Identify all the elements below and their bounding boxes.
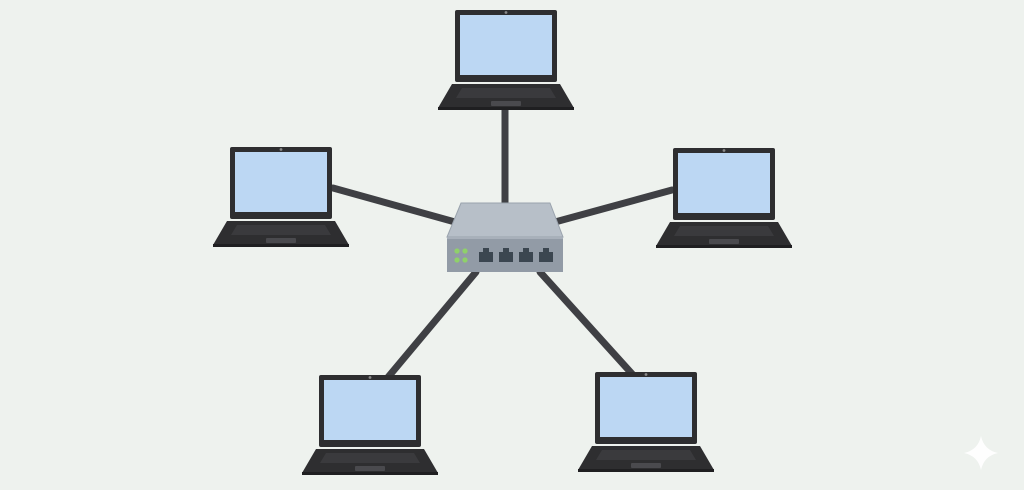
cable-group xyxy=(329,104,676,386)
cable-to-lower-right-laptop xyxy=(536,268,638,380)
cable-to-lower-left-laptop xyxy=(380,268,480,386)
status-led xyxy=(454,248,460,254)
status-led xyxy=(454,257,460,263)
laptop-lower-right xyxy=(578,372,714,472)
sparkle-icon xyxy=(964,436,998,470)
laptop-upper-left xyxy=(213,147,349,247)
ethernet-port xyxy=(539,248,553,262)
laptop-top xyxy=(438,10,574,110)
ethernet-ports xyxy=(479,248,553,262)
status-led xyxy=(462,248,468,254)
ethernet-port xyxy=(519,248,533,262)
status-leds xyxy=(454,248,468,263)
status-led xyxy=(462,257,468,263)
network-switch xyxy=(446,202,564,272)
ethernet-port xyxy=(479,248,493,262)
laptop-upper-right xyxy=(656,148,792,248)
cable-to-upper-left-laptop xyxy=(329,184,459,226)
laptop-lower-left xyxy=(302,375,438,475)
ethernet-port xyxy=(499,248,513,262)
cable-to-upper-right-laptop xyxy=(551,186,676,226)
switch-top-face xyxy=(446,202,564,238)
